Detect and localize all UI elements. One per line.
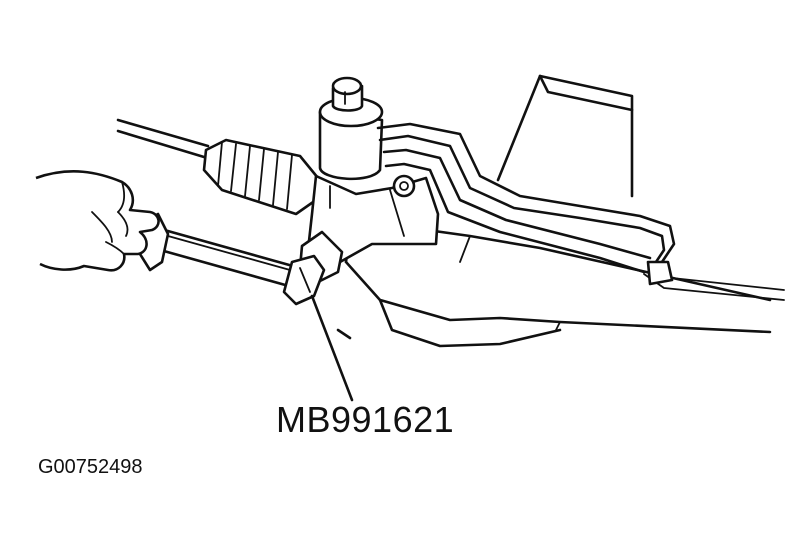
tie-rod-left [116,118,210,159]
callout-leader [310,294,354,402]
tool-callout-label: MB991621 [276,399,455,440]
figure-id: G00752498 [38,456,143,478]
rubber-boot [202,138,320,216]
wrench-icon [138,212,326,306]
hand-icon [35,170,160,272]
hydraulic-pipes [376,122,785,301]
gear-housing [298,76,440,284]
